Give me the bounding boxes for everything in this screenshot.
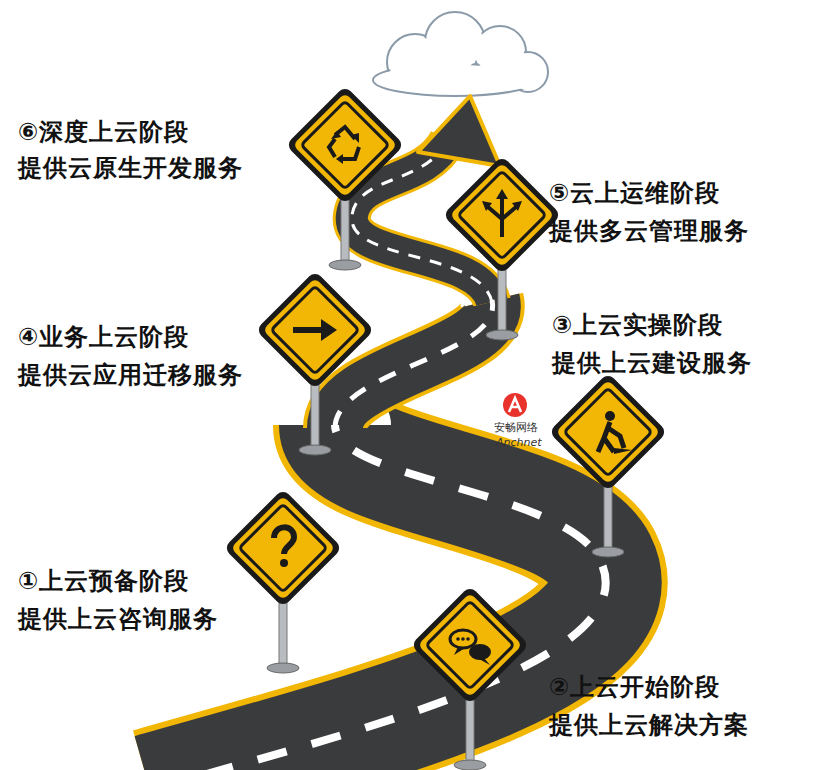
winding-road (150, 96, 606, 770)
road-sign (256, 271, 375, 455)
stage-title: ③上云实操阶段 (552, 310, 723, 340)
cloud (373, 12, 548, 96)
stage-desc: 提供上云咨询服务 (18, 604, 218, 634)
stage-desc: 提供上云建设服务 (552, 348, 752, 378)
road-sign (224, 489, 343, 673)
stage-title: ②上云开始阶段 (549, 672, 720, 702)
logo-mark (503, 393, 527, 417)
stage-desc: 提供多云管理服务 (549, 216, 749, 246)
watermark: Anchnet (496, 436, 542, 449)
road-sign (443, 156, 562, 340)
road-sign (549, 373, 668, 557)
stage-title: ④业务上云阶段 (18, 322, 189, 352)
road-sign (286, 86, 405, 270)
stage-title: ⑥深度上云阶段 (18, 117, 189, 147)
road-sign (411, 586, 530, 770)
watermark: 安畅网络 (494, 421, 538, 434)
stage-desc: 提供上云解决方案 (549, 710, 749, 740)
stage-title: ⑤云上运维阶段 (549, 178, 720, 208)
stage-desc: 提供云原生开发服务 (18, 153, 243, 183)
stage-desc: 提供云应用迁移服务 (18, 360, 243, 390)
stage-title: ①上云预备阶段 (18, 566, 189, 596)
